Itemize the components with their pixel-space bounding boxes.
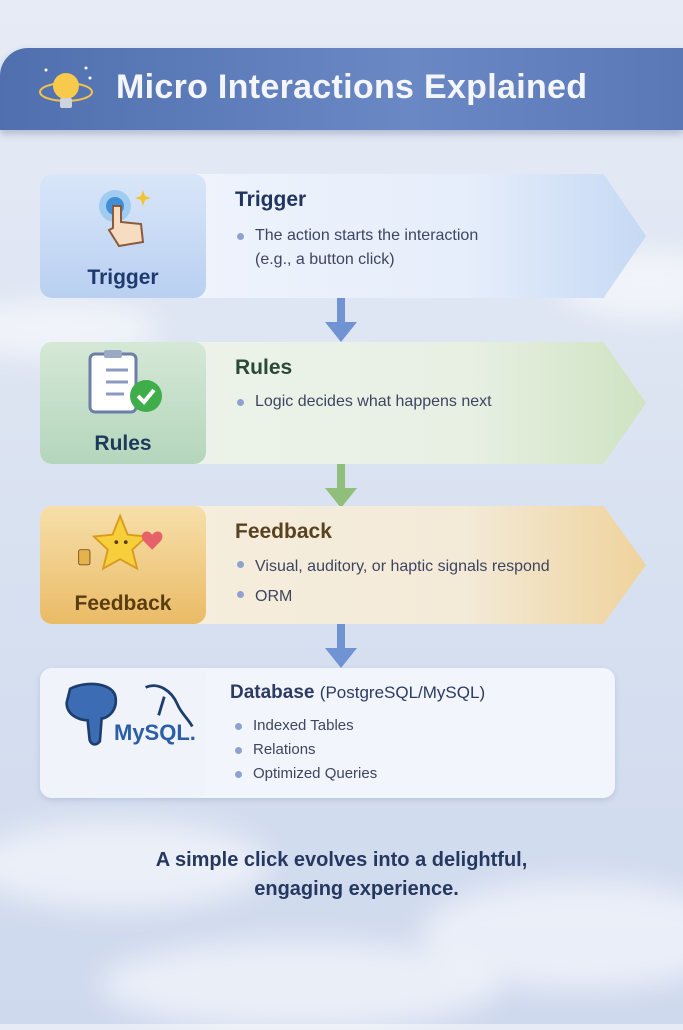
footer-caption: A simple click evolves into a delightful… xyxy=(0,846,683,904)
step-title: Feedback xyxy=(235,520,332,543)
postgresql-elephant-icon xyxy=(65,682,118,746)
lightbulb-icon xyxy=(39,66,93,108)
icon-label: Rules xyxy=(94,432,152,455)
icon-label: Feedback xyxy=(74,592,172,615)
bullet-list: The action starts the interaction (e.g.,… xyxy=(237,224,478,272)
footer-line: engaging experience. xyxy=(254,878,459,900)
database-logo-box: MySQL. xyxy=(40,668,206,798)
step-database: MySQL. Database (PostgreSQL/MySQL) Index… xyxy=(40,668,615,798)
step-title: Database xyxy=(230,682,315,703)
page-title: Micro Interactions Explained xyxy=(116,68,588,106)
icon-label: Trigger xyxy=(87,266,159,289)
step-rules: Rules Rules Logic decides what happens n… xyxy=(40,342,646,464)
bullet-item: Logic decides what happens next xyxy=(237,390,492,414)
header-banner: Micro Interactions Explained xyxy=(0,48,683,130)
mysql-logo-text: MySQL. xyxy=(114,720,196,745)
bullet-item: Relations xyxy=(235,738,377,762)
mysql-dolphin-icon xyxy=(145,684,194,728)
bullet-list: Logic decides what happens next xyxy=(237,390,492,414)
hand-tap-icon xyxy=(99,190,151,248)
bullet-list: Indexed Tables Relations Optimized Queri… xyxy=(235,714,377,786)
step-feedback: Feedback Feedback Visual, auditory, or h… xyxy=(40,506,646,624)
bullet-item: Optimized Queries xyxy=(235,762,377,786)
bullet-item: (e.g., a button click) xyxy=(255,251,395,268)
step-title-suffix: (PostgreSQL/MySQL) xyxy=(319,683,486,702)
step-title: Rules xyxy=(235,356,293,379)
bullet-item: Indexed Tables xyxy=(235,714,377,738)
star-heart-icon xyxy=(78,513,163,571)
arrow-down-icon xyxy=(325,298,357,342)
step-trigger: Trigger Trigger The action starts the in… xyxy=(40,174,646,298)
bullet-item: Visual, auditory, or haptic signals resp… xyxy=(237,552,550,582)
arrow-down-icon xyxy=(325,624,357,668)
footer-line: A simple click evolves into a delightful… xyxy=(155,849,528,871)
step-title: Trigger xyxy=(235,188,307,211)
feedback-icon-box: Feedback xyxy=(40,506,206,624)
rules-icon-box: Rules xyxy=(40,342,206,464)
bullet-list: Visual, auditory, or haptic signals resp… xyxy=(237,552,550,612)
bullet-item: The action starts the interaction xyxy=(237,224,478,248)
checklist-icon xyxy=(88,350,162,414)
bullet-item: ORM xyxy=(237,582,550,612)
arrow-down-icon xyxy=(325,464,357,508)
trigger-icon-box: Trigger xyxy=(40,174,206,298)
